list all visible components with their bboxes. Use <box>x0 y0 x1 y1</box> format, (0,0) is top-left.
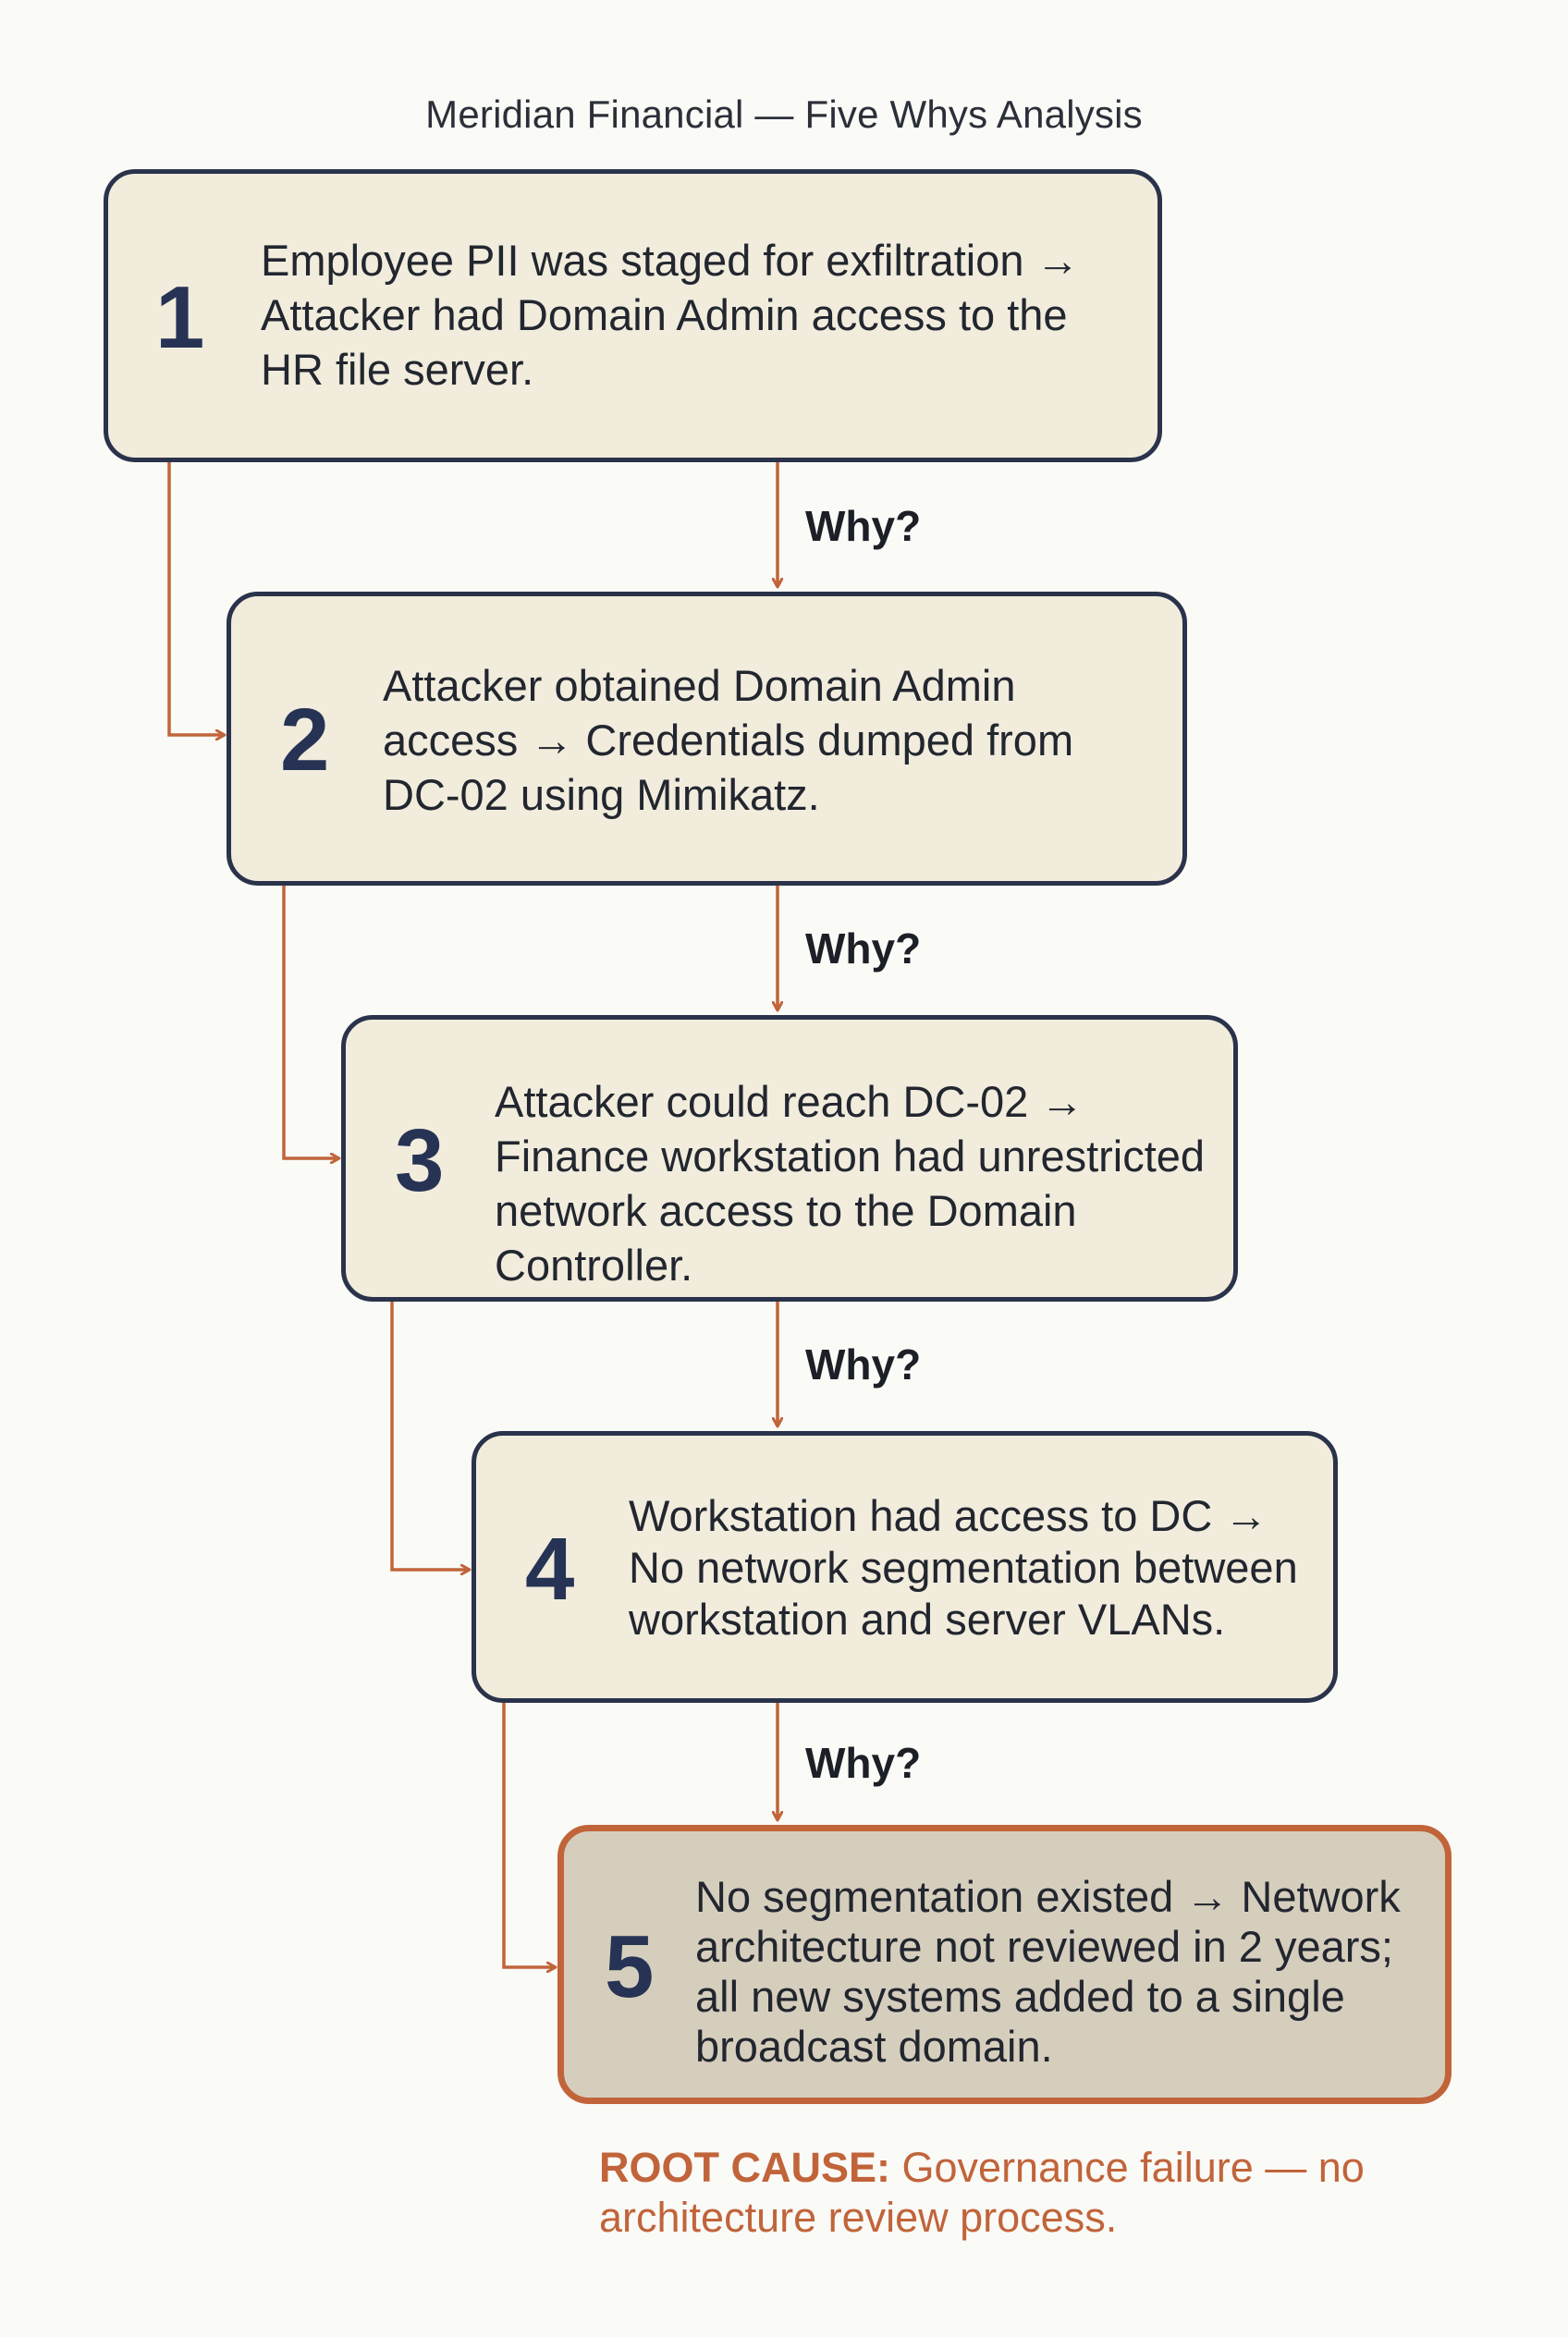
step-box-2 <box>227 592 1187 886</box>
root-cause-note: ROOT CAUSE: Governance failure — no arch… <box>599 2143 1487 2243</box>
side-connector-2-3 <box>282 886 339 1158</box>
step-box-5-root <box>557 1825 1452 2104</box>
side-connector-3-4 <box>390 1302 470 1570</box>
step-text-5: No segmentation existed → Network archit… <box>695 1872 1401 2071</box>
side-connector-4-5 <box>502 1703 556 1967</box>
root-cause-text: Governance failure — no architecture rev… <box>599 2144 1365 2241</box>
step-text-4: Workstation had access to DC → No networ… <box>629 1491 1298 1644</box>
root-cause-label: ROOT CAUSE: <box>599 2144 890 2191</box>
step-box-1 <box>104 169 1162 462</box>
step-text-3: Attacker could reach DC-02 → Finance wor… <box>495 1077 1206 1290</box>
diagram-title: Meridian Financial — Five Whys Analysis <box>425 92 1143 136</box>
why-label-4: Why? <box>805 1739 922 1787</box>
step-number-1: 1 <box>155 268 205 367</box>
step-text-1: Employee PII was staged for exfiltration… <box>261 236 1080 394</box>
why-label-1: Why? <box>805 502 922 550</box>
step-number-5: 5 <box>605 1917 655 2016</box>
step-text-2: Attacker obtained Domain Admin access → … <box>383 661 1074 819</box>
step-box-3 <box>341 1015 1238 1302</box>
step-number-4: 4 <box>525 1520 575 1619</box>
why-label-3: Why? <box>805 1340 922 1389</box>
side-connector-1-2 <box>167 462 225 735</box>
why-label-2: Why? <box>805 924 922 973</box>
step-number-2: 2 <box>280 691 330 789</box>
step-box-4 <box>472 1431 1338 1703</box>
step-number-3: 3 <box>395 1111 445 1210</box>
